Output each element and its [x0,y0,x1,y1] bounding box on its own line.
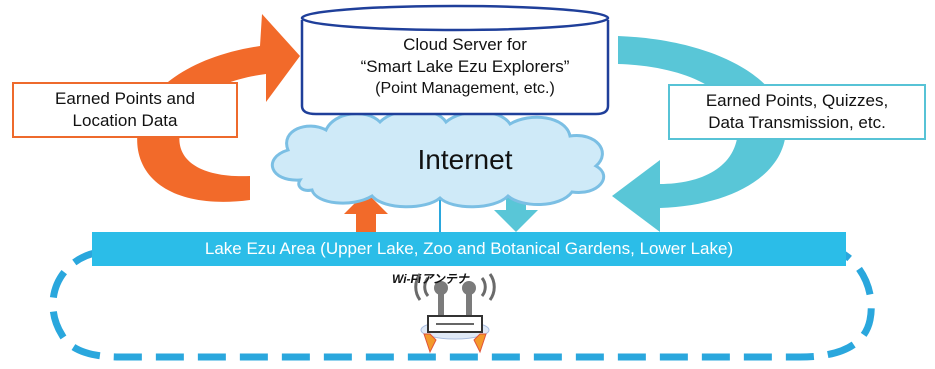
small-up-arrow [344,192,388,234]
right-box-line1: Earned Points, Quizzes, [705,91,889,110]
left-box-line2: Location Data [72,111,178,130]
orange-curved-arrow [137,14,300,202]
internet-cloud [270,108,606,209]
cloud-server-line1: Cloud Server for [403,35,527,54]
cloud-server-label: Cloud Server for “Smart Lake Ezu Explore… [300,34,630,100]
lake-ezu-area-banner: Lake Ezu Area (Upper Lake, Zoo and Botan… [92,232,846,266]
cloud-server-cylinder [300,20,610,116]
wifi-antenna-label: Wi-Fiアンテナ [392,272,469,286]
earned-points-quizzes-box: Earned Points, Quizzes, Data Transmissio… [668,84,926,140]
left-box-line1: Earned Points and [55,89,195,108]
internet-label: Internet [417,144,513,175]
cloud-server-line2: “Smart Lake Ezu Explorers” [360,57,570,76]
wifi-antenna-icon [414,273,496,354]
small-down-arrow [494,190,538,232]
right-box-line2: Data Transmission, etc. [708,113,886,132]
cloud-server-line3: (Point Management, etc.) [375,80,555,97]
area-dashed-boundary [49,248,875,361]
cloud-server-cylinder-top [300,4,610,32]
earned-points-location-box: Earned Points and Location Data [12,82,238,138]
